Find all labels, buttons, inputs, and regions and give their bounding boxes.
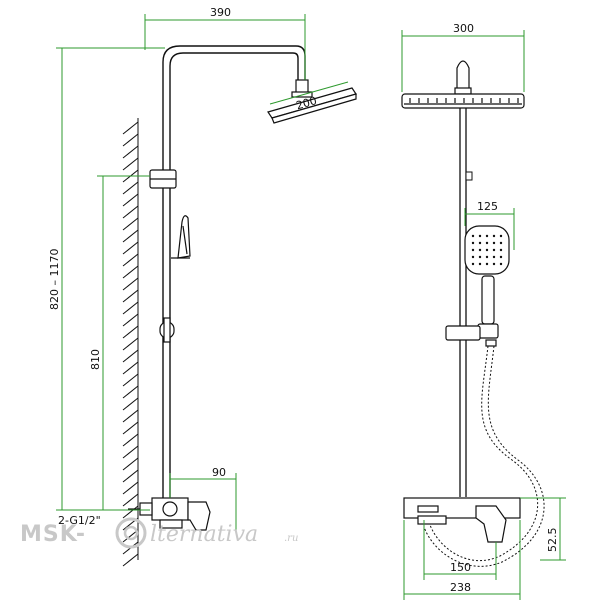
- hand-nozzle-dot: [471, 255, 475, 259]
- hand-nozzle-dot: [492, 234, 496, 238]
- shower-head-front: [401, 60, 525, 109]
- dim-90-label: 90: [212, 466, 226, 479]
- inlet-thread-label: 2-G1/2": [58, 514, 101, 527]
- hatch-line: [122, 445, 139, 459]
- front-dimensions: [401, 30, 566, 600]
- hand-nozzle-dot: [499, 262, 503, 266]
- hand-nozzle-dot: [492, 262, 496, 266]
- diverter-joint: [465, 171, 473, 181]
- front-column: [459, 108, 467, 497]
- hatch-line: [122, 385, 139, 399]
- hose: [423, 345, 545, 567]
- dim-390-label: 390: [210, 6, 231, 19]
- dim-238-label: 238: [450, 581, 471, 594]
- hatch-line: [122, 493, 139, 507]
- hatch-line: [122, 277, 139, 291]
- watermark-domain-suffix: .ru: [284, 533, 298, 544]
- hand-nozzle-dot: [471, 262, 475, 266]
- hand-nozzle-dot: [485, 234, 489, 238]
- hatch-line: [122, 253, 139, 267]
- hand-nozzle-dot: [478, 255, 482, 259]
- hatch-line: [122, 157, 139, 171]
- hatch-line: [122, 457, 139, 471]
- side-dimensions: [56, 14, 349, 530]
- hand-nozzle-dot: [499, 241, 503, 245]
- hand-nozzle-dot: [499, 248, 503, 252]
- hatch-line: [122, 193, 139, 207]
- front-slide-clamp: [445, 325, 497, 347]
- hatch-line: [122, 133, 139, 147]
- hand-shower-side: [171, 215, 191, 259]
- hatch-line: [122, 481, 139, 495]
- dim-52-5-label: 52.5: [546, 528, 559, 553]
- hatch-line: [122, 289, 139, 303]
- watermark-brand-right: lternativa: [150, 522, 258, 547]
- side-view: 390 200 820 – 1170 810 90 2-G1/2": [48, 6, 357, 567]
- hatch-line: [122, 217, 139, 231]
- hand-nozzle-dot: [499, 234, 503, 238]
- hatch-line: [122, 325, 139, 339]
- hatch-line: [122, 433, 139, 447]
- mixer-side: [128, 497, 211, 531]
- hand-nozzle-dot: [499, 255, 503, 259]
- hand-nozzle-dot: [485, 255, 489, 259]
- hand-nozzle-dot: [492, 255, 496, 259]
- dim-150-label: 150: [450, 561, 471, 574]
- hand-nozzle-dot: [471, 241, 475, 245]
- hatch-line: [122, 181, 139, 195]
- hatch-line: [122, 409, 139, 423]
- hand-nozzle-dot: [471, 248, 475, 252]
- watermark: MSK- lternativa .ru: [20, 517, 298, 549]
- hatch-line: [122, 205, 139, 219]
- hatch-line: [122, 301, 139, 315]
- watermark-brand-left: MSK-: [20, 522, 86, 547]
- hatch-line: [122, 241, 139, 255]
- hatch-line: [122, 553, 139, 567]
- hand-nozzle-dot: [478, 241, 482, 245]
- hatch-line: [122, 337, 139, 351]
- watermark-at-icon: [115, 517, 147, 549]
- hand-nozzle-dot: [485, 241, 489, 245]
- hatch-line: [122, 421, 139, 435]
- hatch-line: [122, 469, 139, 483]
- mixer-front: [403, 497, 521, 543]
- dim-810-label: 810: [89, 349, 102, 370]
- hatch-line: [122, 265, 139, 279]
- front-view: 300 125 52.5 150 238: [401, 22, 566, 600]
- holder-knob: [159, 317, 175, 343]
- hatch-line: [122, 145, 139, 159]
- hatch-line: [122, 505, 139, 519]
- hatch-line: [122, 349, 139, 363]
- dim-height-range-label: 820 – 1170: [48, 249, 61, 310]
- dim-200-label: 200: [295, 94, 319, 112]
- dim-300-label: 300: [453, 22, 474, 35]
- hatch-line: [122, 397, 139, 411]
- hand-nozzle-dot: [492, 241, 496, 245]
- hand-nozzle-dot: [478, 248, 482, 252]
- slide-clamp: [149, 169, 177, 189]
- hand-nozzle-dot: [485, 262, 489, 266]
- hand-nozzle-dot: [471, 234, 475, 238]
- hatch-line: [122, 361, 139, 375]
- hatch-line: [122, 313, 139, 327]
- hand-nozzle-dot: [485, 248, 489, 252]
- hatch-line: [122, 229, 139, 243]
- dim-125-label: 125: [477, 200, 498, 213]
- wall-hatch: [122, 118, 139, 567]
- hand-nozzle-dot: [478, 262, 482, 266]
- hand-nozzle-dot: [492, 248, 496, 252]
- hand-nozzle-dot: [478, 234, 482, 238]
- hatch-line: [122, 373, 139, 387]
- hand-shower-front: [464, 225, 510, 339]
- hatch-line: [122, 121, 139, 135]
- hatch-line: [122, 529, 139, 543]
